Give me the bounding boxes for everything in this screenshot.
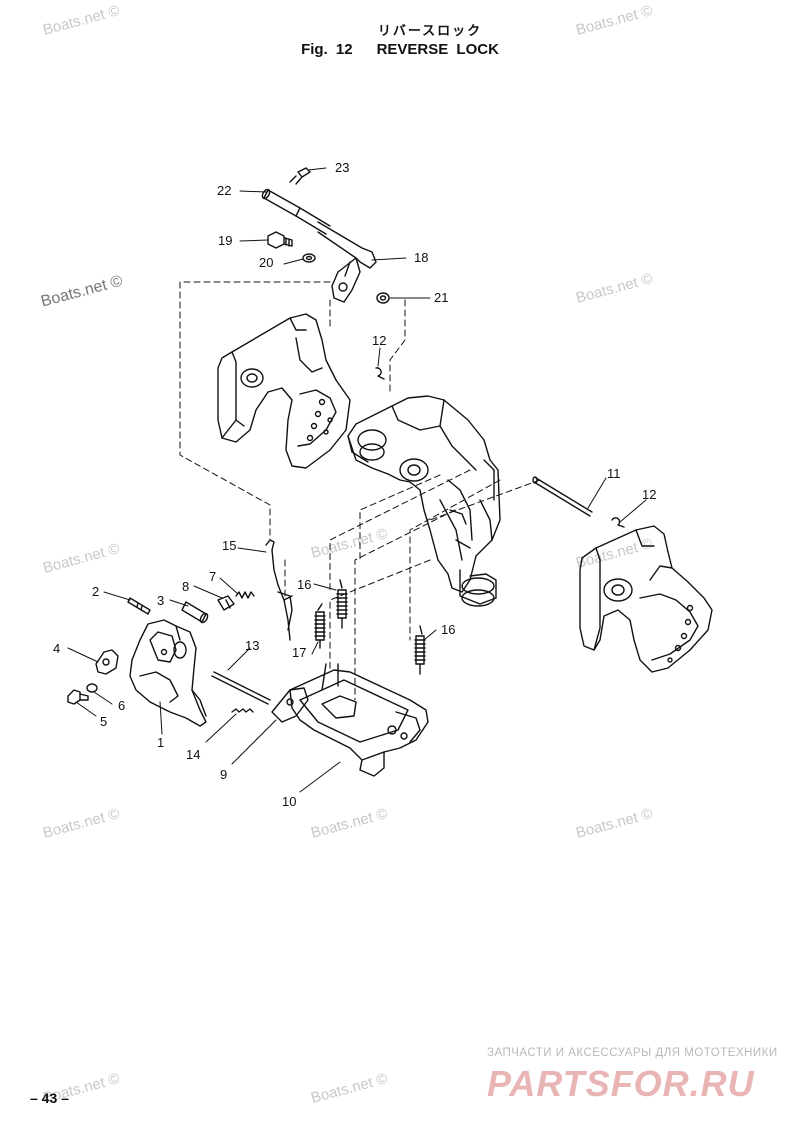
figure-name: REVERSE LOCK <box>376 41 499 58</box>
callout-21: 21 <box>434 290 448 305</box>
part-18-lock-arm <box>317 221 377 303</box>
part-21-washer <box>376 292 390 304</box>
stern-bracket-right <box>579 525 713 673</box>
part-2-pin <box>127 597 151 615</box>
part-15-rod <box>265 539 293 641</box>
callout-1: 1 <box>157 735 164 750</box>
figure-title: Fig. 12 REVERSE LOCK <box>0 41 800 58</box>
brand-tagline: ЗАПЧАСТИ И АКСЕССУАРЫ ДЛЯ МОТОТЕХНИКИ <box>487 1047 778 1059</box>
figure-title-japanese: リバースロック <box>377 23 483 38</box>
leader-lines <box>67 167 647 793</box>
callout-16-a: 16 <box>297 577 311 592</box>
part-16-spring <box>314 603 326 649</box>
callout-6: 6 <box>118 698 125 713</box>
page-number: – 43 – <box>30 1090 69 1106</box>
part-13-rod <box>211 671 271 705</box>
swivel-bracket <box>347 395 501 607</box>
assembly-guide-lines <box>179 281 541 701</box>
callout-17: 17 <box>292 645 306 660</box>
part-16-spring <box>336 579 348 629</box>
callout-5: 5 <box>100 714 107 729</box>
callout-20: 20 <box>259 255 273 270</box>
callout-4: 4 <box>53 641 60 656</box>
part-17-rod <box>277 591 293 631</box>
part-4-plate <box>95 649 119 675</box>
part-23-cotter-pin <box>289 167 311 185</box>
part-8-screw <box>217 595 235 611</box>
part-3-collar <box>181 601 209 624</box>
brand-logo: PARTSFOR.RU <box>487 1063 755 1104</box>
stern-bracket-left <box>217 313 351 469</box>
part-10-lock-plate <box>289 663 429 777</box>
callout-19: 19 <box>218 233 232 248</box>
callout-10: 10 <box>282 794 296 809</box>
part-6-washer <box>86 683 98 693</box>
part-5-bolt <box>67 689 89 705</box>
part-20-washer <box>302 253 316 263</box>
callout-7: 7 <box>209 569 216 584</box>
part-11-rod <box>532 476 593 517</box>
callout-2: 2 <box>92 584 99 599</box>
part-7-spring <box>235 591 255 599</box>
callout-12-right: 12 <box>642 487 656 502</box>
callout-8: 8 <box>182 579 189 594</box>
callout-14: 14 <box>186 747 200 762</box>
callout-15: 15 <box>222 538 236 553</box>
part-12-clip <box>375 367 385 380</box>
part-1-lever-bracket <box>129 619 207 727</box>
part-9-link <box>271 687 309 723</box>
callout-23: 23 <box>335 160 349 175</box>
callout-13: 13 <box>245 638 259 653</box>
callout-labels: 1 2 3 4 5 6 7 8 9 10 11 12 12 13 14 15 1… <box>53 160 656 809</box>
part-19-bolt <box>267 231 293 249</box>
part-12-clip <box>611 517 625 528</box>
callout-9: 9 <box>220 767 227 782</box>
callout-18: 18 <box>414 250 428 265</box>
figure-number: Fig. 12 <box>301 41 353 58</box>
callout-16-b: 16 <box>441 622 455 637</box>
callout-3: 3 <box>157 593 164 608</box>
callout-12-upper: 12 <box>372 333 386 348</box>
part-16-spring <box>414 625 426 675</box>
part-14-clip <box>231 708 254 713</box>
callout-11: 11 <box>607 466 621 481</box>
callout-22: 22 <box>217 183 231 198</box>
part-22-pin <box>261 188 331 235</box>
